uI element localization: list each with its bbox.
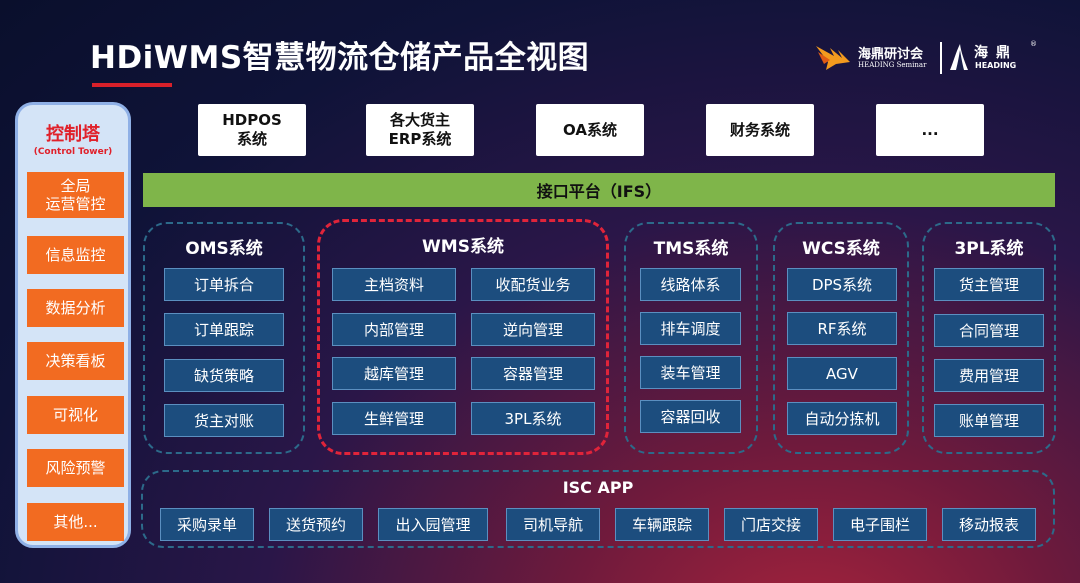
wms-item-3pl[interactable]: 3PL系统 — [471, 402, 595, 435]
top-system-finance[interactable]: 财务系统 — [706, 104, 814, 156]
tpl-group — [922, 222, 1056, 454]
wms-item-receive-dispatch[interactable]: 收配货业务 — [471, 268, 595, 301]
tower-item-global-ops[interactable]: 全局 运营管控 — [27, 172, 124, 218]
isc-item-driver-nav[interactable]: 司机导航 — [506, 508, 600, 541]
tower-item-info-monitor[interactable]: 信息监控 — [27, 236, 124, 274]
wcs-item-rf[interactable]: RF系统 — [787, 312, 897, 345]
brand-logo: 海鼎 HEADING ® — [948, 40, 1038, 76]
tpl-item-contract[interactable]: 合同管理 — [934, 314, 1044, 347]
tower-item-visualization[interactable]: 可视化 — [27, 396, 124, 434]
page-title: HDiWMS智慧物流仓储产品全视图 — [90, 40, 590, 76]
wms-item-cross-dock[interactable]: 越库管理 — [332, 357, 456, 390]
oms-item-shortage[interactable]: 缺货策略 — [164, 359, 284, 392]
wcs-item-agv[interactable]: AGV — [787, 357, 897, 390]
oms-group — [143, 222, 305, 454]
brand-name: 海鼎 — [974, 45, 1018, 61]
control-tower-title: 控制塔 — [46, 124, 100, 145]
wcs-item-dps[interactable]: DPS系统 — [787, 268, 897, 301]
oms-item-order-split[interactable]: 订单拆合 — [164, 268, 284, 301]
top-system-hdpos[interactable]: HDPOS 系统 — [198, 104, 306, 156]
tms-item-loading[interactable]: 装车管理 — [640, 356, 741, 389]
tms-item-container-return[interactable]: 容器回收 — [640, 400, 741, 433]
tpl-title: 3PL系统 — [954, 239, 1024, 259]
tower-item-other[interactable]: 其他... — [27, 503, 124, 541]
oms-item-order-track[interactable]: 订单跟踪 — [164, 313, 284, 346]
oms-title: OMS系统 — [185, 239, 263, 259]
seminar-logo: 海鼎研讨会 HEADING Seminar — [814, 40, 939, 76]
top-system-erp[interactable]: 各大货主 ERP系统 — [366, 104, 474, 156]
logo-divider — [940, 42, 942, 74]
seminar-name: 海鼎研讨会 — [858, 47, 924, 62]
isc-app-title: ISC APP — [562, 478, 634, 497]
wms-item-fresh[interactable]: 生鲜管理 — [332, 402, 456, 435]
wcs-group — [773, 222, 909, 454]
tower-item-data-analysis[interactable]: 数据分析 — [27, 289, 124, 327]
tpl-item-fees[interactable]: 费用管理 — [934, 359, 1044, 392]
tpl-item-owner[interactable]: 货主管理 — [934, 268, 1044, 301]
isc-item-geofence[interactable]: 电子围栏 — [833, 508, 927, 541]
seminar-name-en: HEADING Seminar — [858, 61, 927, 69]
wcs-item-sorter[interactable]: 自动分拣机 — [787, 402, 897, 435]
oms-item-reconcile[interactable]: 货主对账 — [164, 404, 284, 437]
brand-name-en: HEADING — [975, 61, 1017, 70]
isc-item-store-handover[interactable]: 门店交接 — [724, 508, 818, 541]
wms-group — [317, 219, 609, 455]
isc-item-delivery-booking[interactable]: 送货预约 — [269, 508, 363, 541]
wms-item-container[interactable]: 容器管理 — [471, 357, 595, 390]
tpl-item-billing[interactable]: 账单管理 — [934, 404, 1044, 437]
registered-mark: ® — [1030, 40, 1037, 48]
control-tower-subtitle: (Control Tower) — [33, 147, 113, 157]
isc-app-group — [141, 470, 1055, 548]
top-system-oa[interactable]: OA系统 — [536, 104, 644, 156]
isc-item-purchase-entry[interactable]: 采购录单 — [160, 508, 254, 541]
wms-title: WMS系统 — [422, 237, 504, 257]
wms-item-internal[interactable]: 内部管理 — [332, 313, 456, 346]
tms-item-scheduling[interactable]: 排车调度 — [640, 312, 741, 345]
interface-platform-bar[interactable]: 接口平台（IFS） — [143, 173, 1055, 207]
title-underline — [92, 83, 172, 87]
tms-title: TMS系统 — [653, 239, 729, 259]
wing-logo-icon — [816, 46, 850, 70]
wms-item-master-data[interactable]: 主档资料 — [332, 268, 456, 301]
wms-item-reverse[interactable]: 逆向管理 — [471, 313, 595, 346]
isc-item-park-access[interactable]: 出入园管理 — [378, 508, 488, 541]
tower-item-risk-alert[interactable]: 风险预警 — [27, 449, 124, 487]
wcs-title: WCS系统 — [802, 239, 880, 259]
tower-item-dashboard[interactable]: 决策看板 — [27, 342, 124, 380]
tms-group — [624, 222, 758, 454]
brand-mark-icon — [950, 44, 968, 70]
top-system-more[interactable]: ... — [876, 104, 984, 156]
isc-item-mobile-report[interactable]: 移动报表 — [942, 508, 1036, 541]
tms-item-routes[interactable]: 线路体系 — [640, 268, 741, 301]
isc-item-vehicle-track[interactable]: 车辆跟踪 — [615, 508, 709, 541]
